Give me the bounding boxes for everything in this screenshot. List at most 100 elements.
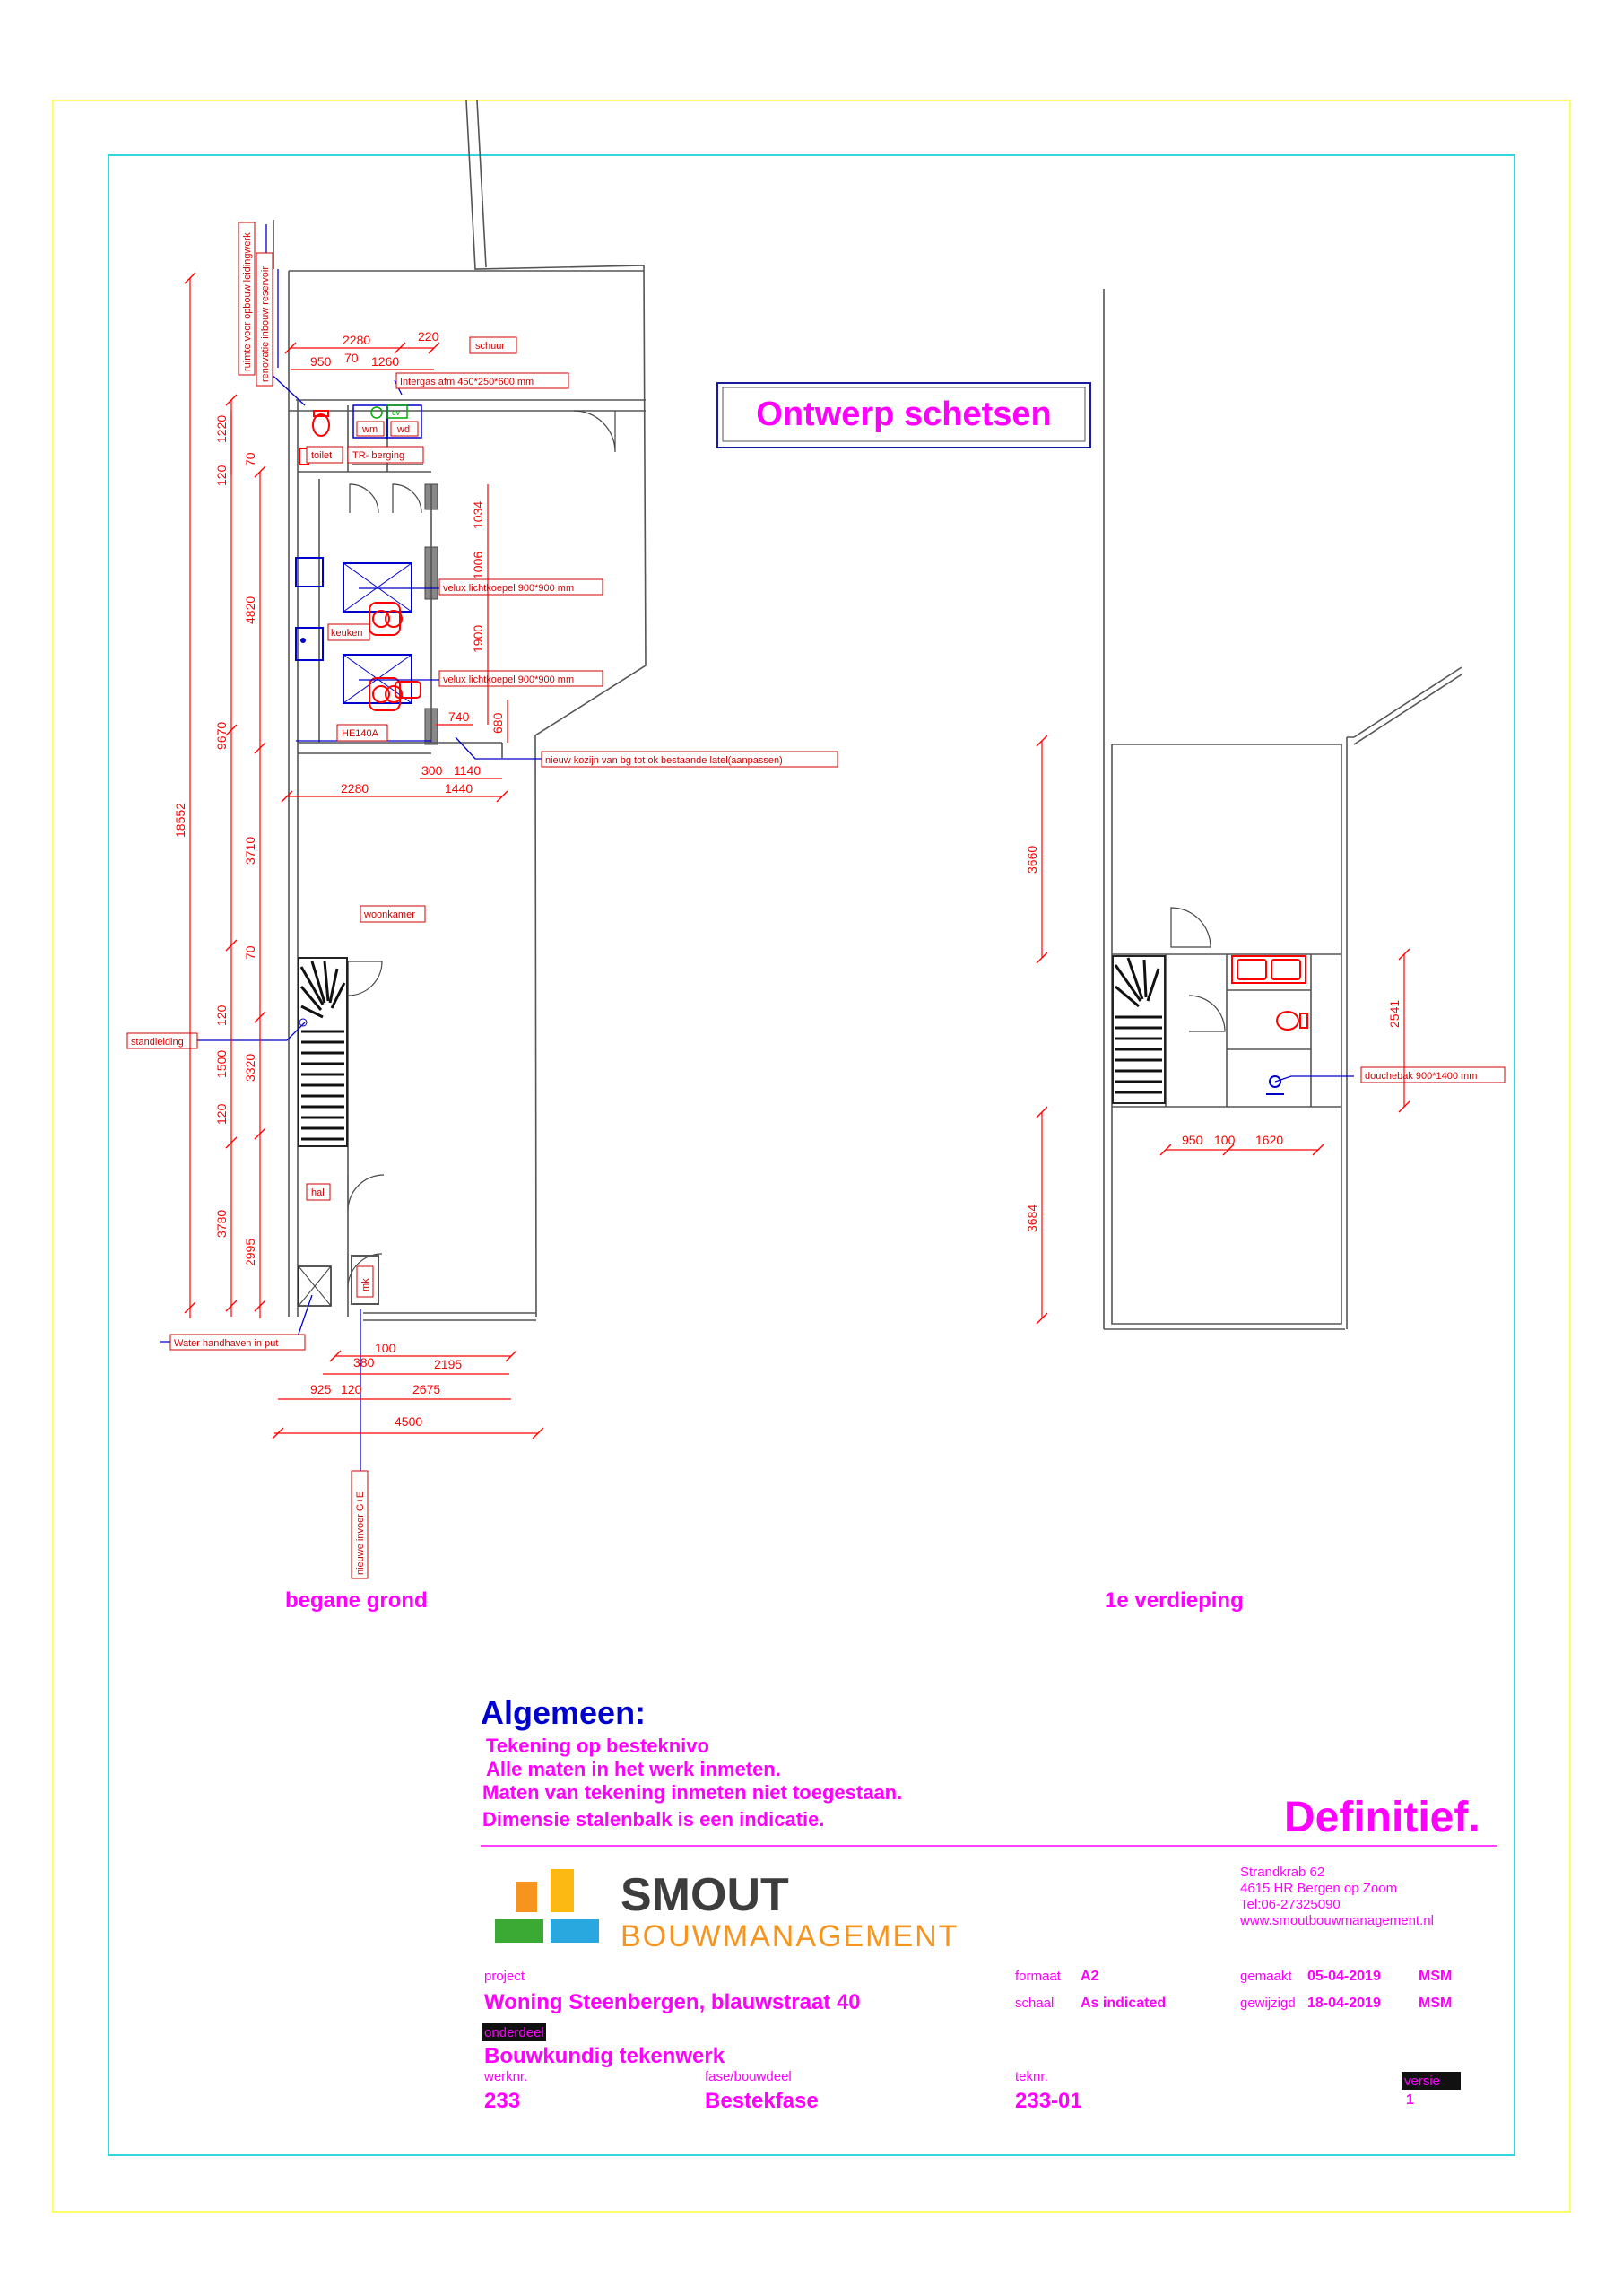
dim-h1620: 1620 [1255, 1133, 1283, 1147]
dim-v2541: 2541 [1387, 1000, 1402, 1028]
gemaakt-by: MSM [1419, 1969, 1452, 1984]
label-hal: hal [306, 1183, 331, 1201]
werknr-value: 233 [484, 2089, 520, 2113]
label-wm: wm [356, 421, 385, 437]
versie-value: 1 [1406, 2092, 1414, 2108]
logo-block-blue [551, 1919, 599, 1943]
dim-v3780: 3780 [214, 1210, 229, 1238]
svg-text:woonkamer: woonkamer [363, 909, 415, 920]
general-heading: Algemeen: [481, 1694, 646, 1731]
gewijzigd-label: gewijzigd [1240, 1996, 1296, 2011]
dim-220: 220 [418, 329, 439, 344]
dim-b120: 120 [341, 1382, 362, 1396]
fase-label: fase/bouwdeel [705, 2069, 792, 2084]
caption-first-floor: 1e verdieping [1105, 1588, 1244, 1613]
gemaakt-value: 05-04-2019 [1307, 1969, 1381, 1984]
general-line-1: Tekening op besteknivo [486, 1735, 709, 1757]
dim-b4500: 4500 [395, 1414, 422, 1429]
dim-1034: 1034 [471, 501, 485, 529]
general-notes: Algemeen: Tekening op besteknivo Alle ma… [481, 1694, 1497, 1847]
dim-v2995: 2995 [243, 1239, 257, 1266]
annotation-douchebak: douchebak 900*1400 mm [1360, 1066, 1506, 1083]
dim-950: 950 [310, 354, 332, 369]
svg-text:wd: wd [396, 424, 410, 435]
dim-v1220: 1220 [214, 415, 229, 443]
dim-1140: 1140 [454, 763, 481, 778]
label-beam: HE140A [336, 724, 388, 742]
fase-value: Bestekfase [705, 2089, 819, 2113]
dim-v1500: 1500 [214, 1050, 229, 1078]
schaal-label: schaal [1015, 1996, 1054, 2011]
dim-v3710: 3710 [243, 837, 257, 865]
dim-2280b: 2280 [341, 781, 369, 796]
label-schuur: schuur [469, 336, 517, 354]
svg-text:renovatie inbouw reservoir: renovatie inbouw reservoir [260, 266, 271, 382]
dim-b2195: 2195 [434, 1357, 462, 1371]
svg-text:Water handhaven in put: Water handhaven in put [174, 1338, 278, 1349]
schaal-value: As indicated [1081, 1996, 1166, 2011]
dim-h100: 100 [1214, 1133, 1236, 1147]
annotation-water: Water handhaven in put [169, 1334, 306, 1351]
dim-b100: 100 [375, 1341, 396, 1355]
onderdeel-label: onderdeel [484, 2025, 544, 2040]
cv-label: cv [392, 408, 401, 417]
annotation-velux-2: velux lichtkoepel 900*900 mm [438, 670, 603, 687]
svg-text:velux lichtkoepel 900*900 mm: velux lichtkoepel 900*900 mm [443, 583, 574, 594]
dim-v18552: 18552 [173, 803, 187, 838]
dim-1900: 1900 [471, 625, 485, 653]
svg-text:nieuwe invoer G+E: nieuwe invoer G+E [355, 1492, 366, 1575]
gewijzigd-value: 18-04-2019 [1307, 1996, 1381, 2011]
company-address: Strandkrab 62 4615 HR Bergen op Zoom Tel… [1239, 1865, 1434, 1928]
gemaakt-label: gemaakt [1240, 1969, 1292, 1984]
svg-text:wm: wm [361, 424, 378, 435]
dim-h950: 950 [1182, 1133, 1203, 1147]
svg-text:standleiding: standleiding [131, 1037, 184, 1048]
svg-text:nieuw kozijn van bg tot ok bes: nieuw kozijn van bg tot ok bestaande lat… [545, 755, 783, 766]
dim-1440: 1440 [445, 781, 473, 796]
title-box: Ontwerp schetsen [716, 382, 1091, 448]
logo-block-orange [516, 1882, 537, 1912]
versie-label: versie [1404, 2074, 1440, 2089]
address-line-1: Strandkrab 62 [1240, 1865, 1324, 1880]
dim-v120c: 120 [214, 1103, 229, 1125]
annotation-invoer: nieuwe invoer G+E [351, 1470, 369, 1579]
svg-text:toilet: toilet [311, 450, 332, 461]
title-box-text: Ontwerp schetsen [756, 396, 1051, 433]
svg-text:velux lichtkoepel 900*900 mm: velux lichtkoepel 900*900 mm [443, 674, 574, 685]
project-label: project [484, 1969, 525, 1984]
label-keuken: keuken [327, 623, 370, 641]
dim-v9670: 9670 [214, 722, 229, 750]
label-mk: mk [356, 1265, 374, 1298]
dim-70: 70 [344, 351, 359, 365]
annotation-intergas: Intergas afm 450*250*600 mm [395, 372, 569, 389]
dim-v3684: 3684 [1025, 1205, 1039, 1232]
dim-v3320: 3320 [243, 1054, 257, 1082]
annotation-leiding-1: ruimte voor opbouw leidingwerk [238, 222, 256, 376]
dim-v120b: 120 [214, 1004, 229, 1026]
annotation-velux-1: velux lichtkoepel 900*900 mm [438, 578, 603, 596]
project-value: Woning Steenbergen, blauwstraat 40 [484, 1990, 861, 2014]
dim-b2675: 2675 [412, 1382, 440, 1396]
svg-text:ruimte voor opbouw leidingwerk: ruimte voor opbouw leidingwerk [242, 232, 253, 371]
dim-v70: 70 [243, 452, 257, 466]
svg-text:hal: hal [311, 1187, 325, 1198]
annotation-kozijn: nieuw kozijn van bg tot ok bestaande lat… [541, 751, 838, 768]
formaat-value: A2 [1081, 1969, 1099, 1984]
inner-frame [108, 154, 1515, 2156]
dim-v120: 120 [214, 465, 229, 486]
dim-v3660: 3660 [1025, 846, 1039, 874]
svg-text:mk: mk [360, 1278, 371, 1292]
annotation-standleiding: standleiding [126, 1032, 198, 1049]
dim-b380: 380 [353, 1355, 375, 1370]
logo-name: SMOUT [621, 1869, 789, 1921]
label-toilet: toilet [306, 446, 343, 464]
caption-ground-floor: begane grond [285, 1588, 428, 1613]
onderdeel-value: Bouwkundig tekenwerk [484, 2044, 725, 2068]
dim-v4820: 4820 [243, 596, 257, 624]
address-line-3: Tel:06-27325090 [1240, 1897, 1341, 1912]
outer-frame [52, 100, 1571, 2213]
svg-text:Intergas afm 450*250*600 mm: Intergas afm 450*250*600 mm [400, 377, 534, 387]
formaat-label: formaat [1015, 1969, 1062, 1984]
svg-text:douchebak 900*1400 mm: douchebak 900*1400 mm [1365, 1071, 1477, 1082]
